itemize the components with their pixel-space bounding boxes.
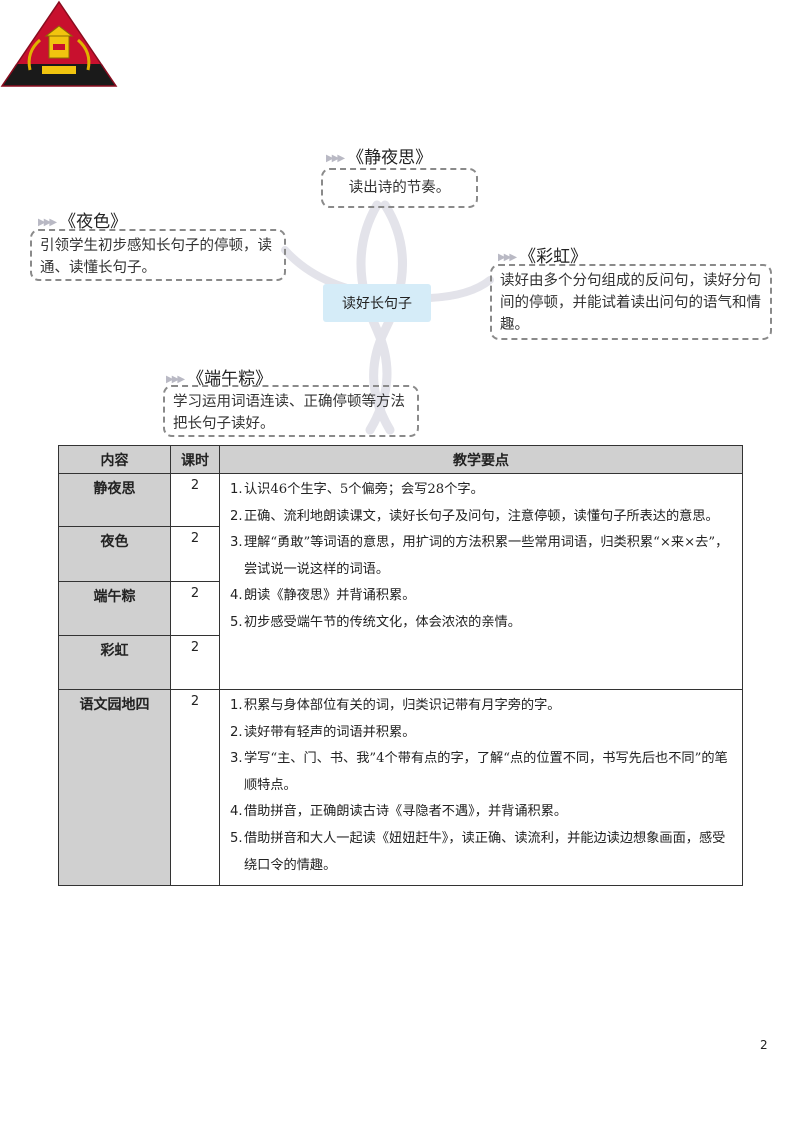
page-number: 2 bbox=[760, 1038, 768, 1052]
lesson-title-duanwuzong: ▶▶▶《端午粽》 bbox=[166, 369, 273, 389]
list-item: 3.学写“主、门、书、我”4个带有点的字，了解“点的位置不同，书写先后也不同”的… bbox=[230, 751, 728, 793]
header-content: 内容 bbox=[58, 445, 171, 474]
lesson-desc-caihong: 读好由多个分句组成的反问句，读好分句间的停顿，并能试着读出问句的语气和情趣。 bbox=[490, 264, 772, 340]
list-item: 2.正确、流利地朗读课文，读好长句子及问句，注意停顿，读懂句子所表达的意思。 bbox=[230, 508, 719, 524]
school-logo-icon bbox=[0, 0, 118, 87]
lesson-title-jingyesi: ▶▶▶《静夜思》 bbox=[326, 148, 433, 168]
triple-arrow-icon: ▶▶▶ bbox=[498, 252, 517, 263]
lesson-hours-cell: 2 bbox=[170, 581, 220, 636]
lesson-hours-cell: 2 bbox=[170, 688, 220, 887]
table-row: 夜色 2 bbox=[58, 526, 743, 582]
key-points-cell: 1.积累与身体部位有关的词，归类识记带有月字旁的字。 2.读好带有轻声的词语并积… bbox=[219, 688, 743, 887]
table-row: 彩虹 2 bbox=[58, 635, 743, 690]
list-item: 4.借助拼音，正确朗读古诗《寻隐者不遇》，并背诵积累。 bbox=[230, 804, 568, 820]
list-item: 4.朗读《静夜思》并背诵积累。 bbox=[230, 588, 416, 604]
lesson-desc-duanwuzong: 学习运用词语连读、正确停顿等方法把长句子读好。 bbox=[163, 385, 419, 437]
key-points-list: 1.积累与身体部位有关的词，归类识记带有月字旁的字。 2.读好带有轻声的词语并积… bbox=[230, 693, 738, 879]
triple-arrow-icon: ▶▶▶ bbox=[326, 153, 345, 164]
triple-arrow-icon: ▶▶▶ bbox=[166, 374, 185, 385]
list-item: 3.理解“勇敢”等词语的意思，用扩词的方法积累一些常用词语，归类积累“×来×去”… bbox=[230, 535, 729, 577]
lesson-name-cell: 端午粽 bbox=[58, 581, 171, 636]
lesson-title-yese: ▶▶▶《夜色》 bbox=[38, 212, 128, 232]
key-points-cell: 1.认识46个生字、5个偏旁；会写28个字。 2.正确、流利地朗读课文，读好长句… bbox=[219, 473, 743, 690]
lesson-desc-jingyesi: 读出诗的节奏。 bbox=[321, 168, 478, 208]
lesson-name-cell: 语文园地四 bbox=[58, 688, 171, 887]
table-row: 静夜思 2 1.认识46个生字、5个偏旁；会写28个字。 2.正确、流利地朗读课… bbox=[58, 473, 743, 690]
triple-arrow-icon: ▶▶▶ bbox=[38, 217, 57, 228]
lesson-hours-cell: 2 bbox=[170, 526, 220, 582]
lesson-desc-yese: 引领学生初步感知长句子的停顿，读通、读懂长句子。 bbox=[30, 229, 286, 281]
table-row: 语文园地四 2 1.积累与身体部位有关的词，归类识记带有月字旁的字。 2.读好带… bbox=[58, 688, 743, 887]
list-item: 5.初步感受端午节的传统文化，体会浓浓的亲情。 bbox=[230, 614, 521, 630]
list-item: 1.认识46个生字、5个偏旁；会写28个字。 bbox=[230, 482, 484, 497]
lesson-hours-cell: 2 bbox=[170, 473, 220, 527]
list-item: 2.读好带有轻声的词语并积累。 bbox=[230, 724, 416, 740]
table-header-row: 内容 课时 教学要点 bbox=[58, 445, 743, 474]
lesson-name-cell: 彩虹 bbox=[58, 635, 171, 690]
lesson-name-cell: 静夜思 bbox=[58, 473, 171, 527]
list-item: 5.借助拼音和大人一起读《妞妞赶牛》，读正确、读流利，并能边读边想象画面，感受绕… bbox=[230, 830, 726, 873]
lesson-title-caihong: ▶▶▶《彩虹》 bbox=[498, 247, 588, 267]
lesson-name-cell: 夜色 bbox=[58, 526, 171, 582]
header-key-points: 教学要点 bbox=[219, 445, 743, 474]
key-points-list: 1.认识46个生字、5个偏旁；会写28个字。 2.正确、流利地朗读课文，读好长句… bbox=[230, 477, 738, 637]
teaching-plan-table: 内容 课时 教学要点 静夜思 2 1.认识46个生字、5个偏旁；会写28个字。 … bbox=[58, 445, 743, 887]
lesson-hours-cell: 2 bbox=[170, 635, 220, 690]
mindmap-center: 读好长句子 bbox=[323, 284, 431, 322]
header-hours: 课时 bbox=[170, 445, 220, 474]
list-item: 1.积累与身体部位有关的词，归类识记带有月字旁的字。 bbox=[230, 698, 561, 713]
